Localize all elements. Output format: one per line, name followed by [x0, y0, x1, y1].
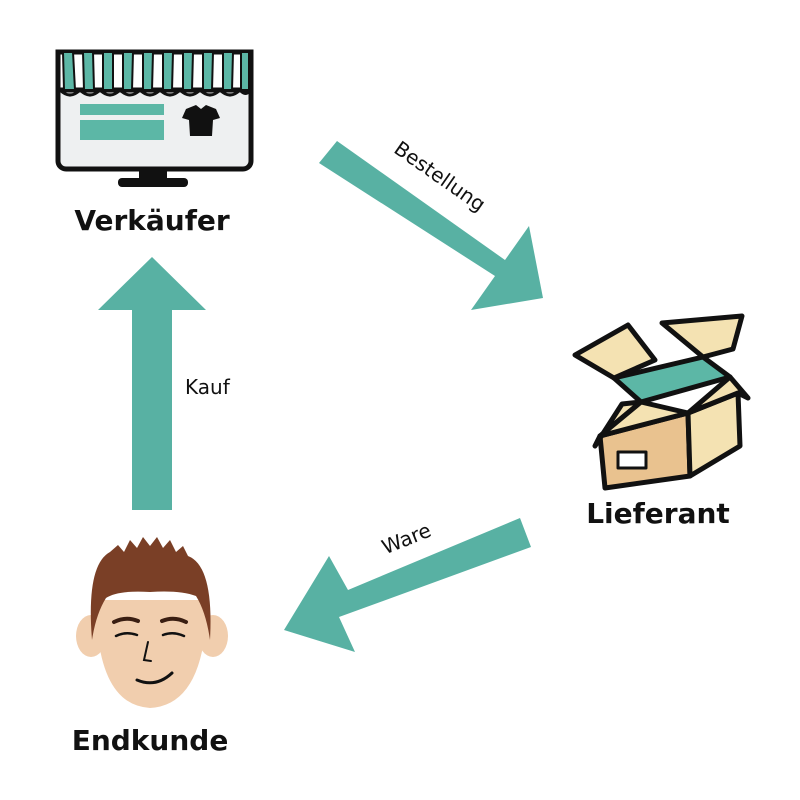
purchase-label: Kauf: [185, 375, 231, 399]
goods-label: Ware: [378, 518, 434, 559]
purchase-arrow: [98, 257, 206, 510]
order-arrow: [319, 141, 543, 310]
open-box-icon: [572, 313, 751, 491]
supplier-label: Lieferant: [586, 497, 730, 530]
smiling-face-icon: [76, 537, 228, 708]
goods-arrow: [284, 518, 531, 652]
storefront-monitor-icon: [55, 49, 254, 187]
customer-label: Endkunde: [72, 724, 229, 757]
seller-label: Verkäufer: [74, 204, 230, 237]
